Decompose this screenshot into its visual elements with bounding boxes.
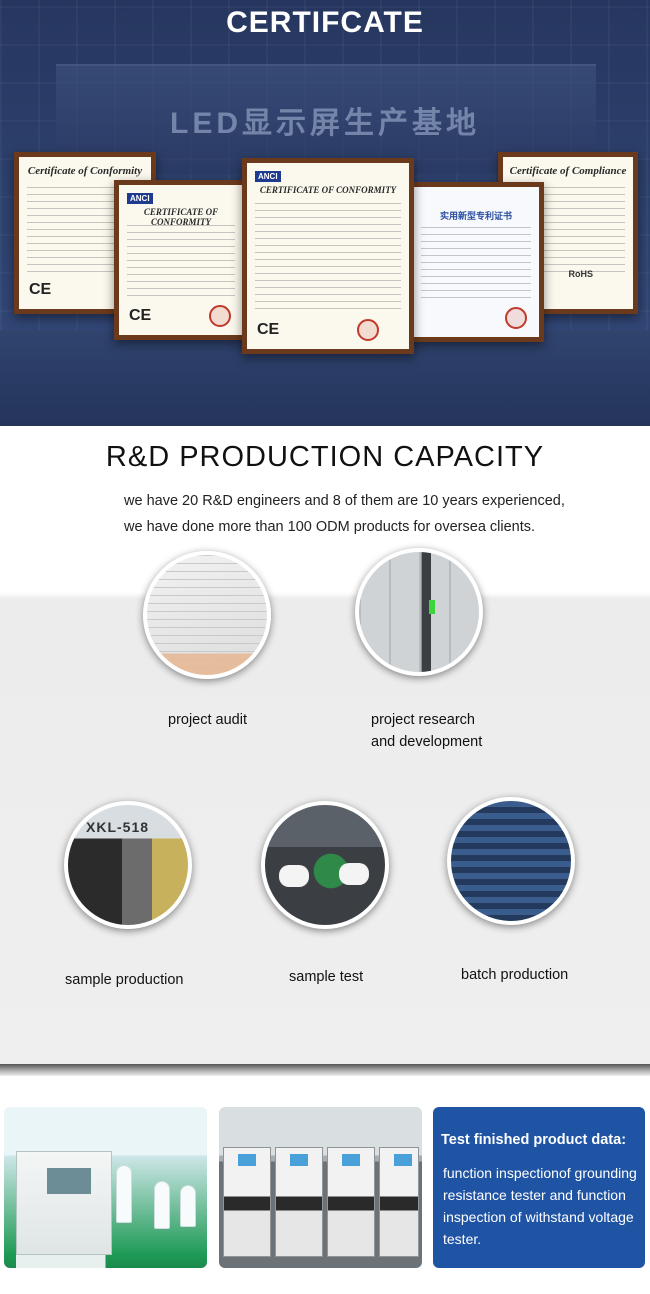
rd-description-line-1: we have 20 R&D engineers and 8 of them a…: [124, 493, 565, 509]
certificate-text-lines: [127, 225, 235, 301]
smt-screen: [342, 1154, 360, 1166]
project-research-label-line-2: and development: [371, 734, 483, 750]
smt-screen: [238, 1154, 256, 1166]
ce-mark: CE: [29, 281, 52, 298]
ce-mark: CE: [257, 321, 280, 338]
certificate-heading: Certificate of Compliance: [509, 165, 627, 177]
sample-test-label: sample test: [289, 969, 364, 985]
smt-screen: [394, 1154, 412, 1166]
project-research-label: project research and development: [371, 709, 482, 753]
clean-room-photo: [4, 1107, 207, 1268]
rd-section: [0, 426, 650, 1066]
batch-production-label: batch production: [461, 967, 569, 983]
rd-description-line-2: we have done more than 100 ODM products …: [124, 519, 536, 535]
certificate-frame-4: 实用新型专利证书: [408, 182, 544, 342]
sample-production-label: sample production: [65, 972, 184, 988]
smt-machine: [327, 1147, 375, 1257]
certificate-frame-1: Certificate of Conformity CE: [14, 152, 156, 314]
glove-left: [279, 865, 309, 887]
rohs-mark: RoHS: [568, 269, 594, 279]
machine: [16, 1151, 112, 1255]
rd-description: we have 20 R&D engineers and 8 of them a…: [124, 488, 604, 540]
sample-production-photo: XKL-518: [64, 801, 192, 929]
certificate-banner: LED显示屏生产基地 CERTIFCATE Certificate of Con…: [0, 0, 650, 426]
certificate-frame-2: ANCI CERTIFICATE OF CONFORMITY CE: [114, 180, 248, 340]
smt-line-photo: [219, 1107, 422, 1268]
certificate-heading: CERTIFICATE OF CONFORMITY: [259, 185, 397, 195]
smt-machine: [223, 1147, 271, 1257]
project-research-photo: [355, 548, 483, 676]
test-data-box: Test finished product data: function ins…: [433, 1107, 645, 1268]
smt-machine: [275, 1147, 323, 1257]
test-data-text: function inspectionof grounding resistan…: [443, 1165, 637, 1247]
machine-window: [47, 1168, 91, 1194]
worker: [154, 1181, 170, 1229]
red-seal-icon: [357, 319, 379, 341]
certificate-heading: CERTIFICATE OF CONFORMITY: [143, 207, 219, 227]
test-data-title: Test finished product data:: [441, 1132, 627, 1148]
certificate-frame-3: ANCI CERTIFICATE OF CONFORMITY CE: [242, 158, 414, 354]
certificate-heading: 实用新型专利证书: [439, 211, 512, 221]
smt-screen: [290, 1154, 308, 1166]
certificate-text-lines: [255, 203, 401, 315]
certificate-heading: Certificate of Conformity: [27, 165, 143, 177]
worker: [116, 1165, 132, 1223]
red-seal-icon: [505, 307, 527, 329]
certificate-text-lines: [421, 227, 531, 303]
sample-test-photo: [261, 801, 389, 929]
wall-sign: LED显示屏生产基地: [170, 107, 480, 140]
ce-mark: CE: [129, 307, 152, 324]
led-indicator: [429, 600, 435, 614]
machine-label: XKL-518: [86, 819, 150, 835]
project-audit-photo: [143, 551, 271, 679]
anci-logo: ANCI: [255, 171, 281, 182]
project-research-label-line-1: project research: [371, 712, 475, 728]
section-divider: [0, 1064, 650, 1076]
red-seal-icon: [209, 305, 231, 327]
batch-production-photo: [447, 797, 575, 925]
project-audit-label: project audit: [168, 712, 247, 728]
certificate-title: CERTIFCATE: [226, 6, 424, 39]
worker: [180, 1185, 196, 1227]
rd-title: R&D PRODUCTION CAPACITY: [105, 441, 545, 473]
glove-right: [339, 863, 369, 885]
smt-machine: [379, 1147, 419, 1257]
anci-logo: ANCI: [127, 193, 153, 204]
